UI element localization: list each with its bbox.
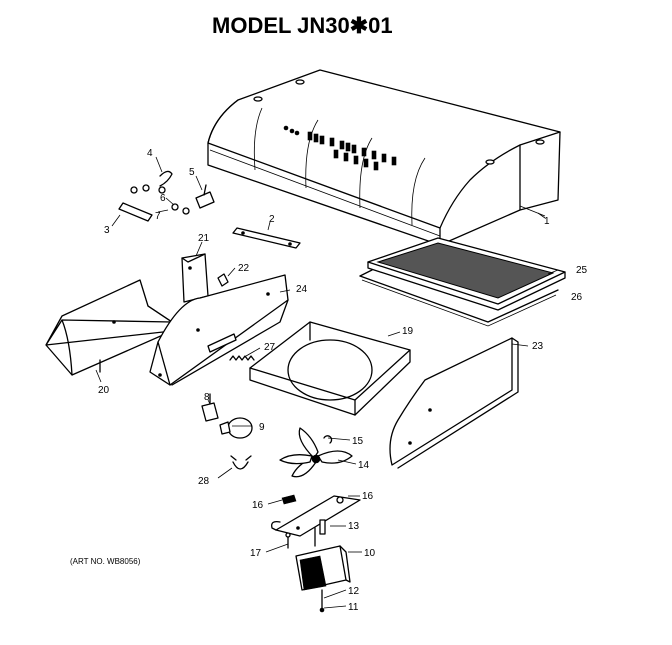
label-part-16-left: 16 [252, 500, 264, 511]
hood-vent-slots [307, 131, 397, 171]
diagram-title: MODEL JN30✱01 [212, 13, 393, 38]
clip [159, 170, 173, 187]
screw [285, 532, 291, 549]
clamp [230, 455, 252, 470]
label-part-17: 17 [250, 548, 262, 559]
motor-bracket [271, 495, 361, 537]
label-part-9: 9 [259, 422, 265, 433]
filter-frame [359, 269, 559, 327]
label-part-22: 22 [238, 263, 250, 274]
label-part-26: 26 [571, 292, 583, 303]
motor [295, 527, 351, 591]
label-part-10: 10 [364, 548, 376, 559]
fan-blade [279, 427, 353, 478]
motor-shaft [319, 589, 325, 613]
small-bracket [195, 184, 215, 209]
label-part-4: 4 [147, 148, 153, 159]
part-number-labels: 1 2 3 4 5 6 7 8 9 10 11 12 13 14 15 16 1… [98, 148, 588, 613]
fan-nut [323, 435, 333, 444]
label-part-5: 5 [189, 167, 195, 178]
label-part-20: 20 [98, 385, 110, 396]
label-part-19: 19 [402, 326, 414, 337]
knob [217, 273, 229, 287]
label-part-6: 6 [160, 193, 166, 204]
range-hood-body [207, 69, 561, 246]
label-part-12: 12 [348, 586, 360, 597]
label-part-23: 23 [532, 341, 544, 352]
right-side-panel [389, 337, 519, 469]
rod [118, 202, 153, 222]
switch-plate [181, 253, 209, 303]
light-bulb [219, 417, 253, 439]
small-clip [281, 494, 297, 505]
grease-filter [367, 237, 566, 311]
label-part-11: 11 [348, 602, 359, 613]
label-part-24: 24 [296, 284, 308, 295]
screws-and-nuts [130, 184, 190, 215]
bracket-bar [232, 227, 301, 249]
label-part-2: 2 [269, 214, 275, 225]
label-part-28: 28 [198, 476, 210, 487]
label-part-25: 25 [576, 265, 588, 276]
leader-lines [95, 156, 559, 609]
label-part-15: 15 [352, 436, 364, 447]
label-part-14: 14 [358, 460, 370, 471]
label-part-21: 21 [198, 233, 210, 244]
label-part-1: 1 [544, 216, 550, 227]
label-part-13: 13 [348, 521, 360, 532]
label-part-7: 7 [155, 211, 161, 222]
label-part-3: 3 [104, 225, 110, 236]
lamp-socket [201, 393, 219, 422]
label-part-27: 27 [264, 342, 276, 353]
center-support [149, 274, 289, 386]
spring [229, 355, 255, 361]
label-part-8: 8 [204, 392, 210, 403]
fan-housing-tray [249, 321, 411, 416]
art-number: (ART NO. WB8056) [70, 557, 141, 566]
spacer [319, 519, 326, 535]
label-part-16-right: 16 [362, 491, 374, 502]
